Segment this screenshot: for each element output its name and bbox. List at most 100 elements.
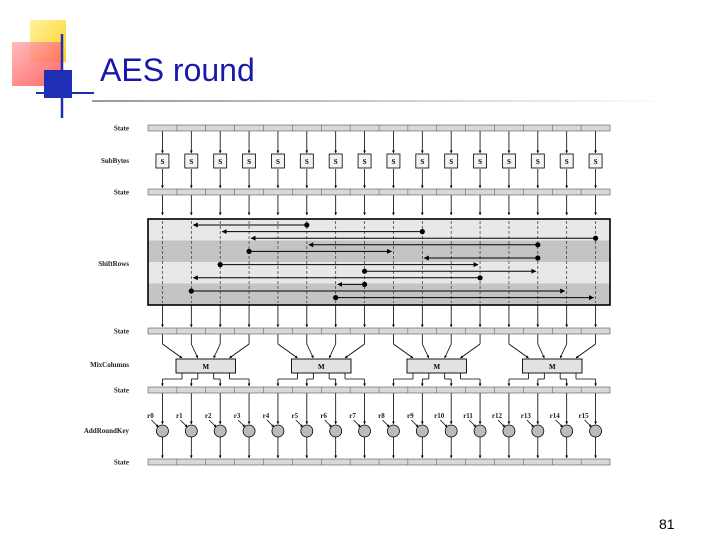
shiftrows-band	[148, 262, 610, 284]
xor-node	[242, 424, 256, 438]
shiftrows-frame	[147, 218, 611, 306]
sbox	[328, 153, 343, 169]
xor-node	[473, 424, 487, 438]
sbox-label: S	[334, 158, 338, 166]
mix-input-arrow	[306, 343, 314, 359]
shiftrows-source-dot	[217, 262, 223, 268]
row-label-state: State	[114, 459, 129, 467]
sbox-label: S	[478, 158, 482, 166]
shiftrows-source-dot	[419, 229, 425, 235]
sbox	[184, 153, 199, 169]
round-key-arrow	[382, 419, 390, 428]
shiftrows-source-dot	[304, 222, 310, 228]
mix-input-arrow	[444, 343, 452, 359]
round-key-arrow	[180, 419, 188, 428]
shiftrows-source-dot	[333, 295, 339, 301]
row-label-state: State	[114, 387, 129, 395]
sbox	[444, 153, 459, 169]
sbox	[502, 153, 516, 169]
mix-box-label: M	[202, 363, 209, 371]
sbox-label: S	[305, 158, 309, 166]
shiftrows-source-dot	[361, 281, 368, 287]
round-key-arrow	[497, 419, 506, 428]
round-key-label: r6	[320, 412, 327, 420]
xor-node	[300, 424, 314, 438]
sbox-label: S	[449, 158, 453, 166]
round-key-arrow	[584, 419, 592, 428]
sbox-label: S	[218, 158, 222, 166]
round-key-arrow	[151, 419, 159, 428]
slide-title: AES round	[100, 52, 255, 88]
round-key-label: r14	[550, 412, 561, 420]
mix-box-label: M	[433, 363, 440, 371]
xor-node	[387, 424, 400, 438]
sbox-label: S	[565, 158, 569, 166]
round-key-label: r8	[378, 412, 385, 420]
round-key-arrow	[555, 419, 563, 428]
round-key-label: r3	[234, 412, 241, 420]
round-key-arrow	[353, 419, 361, 428]
shiftrows-source-dot	[535, 255, 541, 261]
round-key-arrow	[208, 419, 217, 428]
mix-input-arrow	[277, 343, 298, 359]
round-key-label: r15	[579, 412, 590, 420]
row-label-shiftrows: ShiftRows	[98, 260, 129, 268]
shiftrows-source-dot	[246, 248, 252, 254]
shiftrows-source-dot	[188, 288, 194, 294]
sbox	[155, 153, 170, 169]
round-key-arrow	[439, 419, 448, 428]
mix-box	[175, 358, 236, 374]
round-key-arrow	[295, 419, 304, 428]
round-key-label: r9	[407, 412, 414, 420]
round-key-label: r5	[292, 412, 299, 420]
mix-input-arrow	[508, 343, 529, 359]
sbox-label: S	[247, 158, 251, 166]
round-key-arrow	[324, 419, 332, 428]
xor-node	[415, 424, 429, 438]
xor-node	[560, 424, 574, 438]
xor-node	[531, 424, 545, 438]
mix-input-arrow	[421, 343, 430, 359]
sbox	[357, 153, 372, 169]
row-label-state: State	[114, 125, 129, 133]
round-key-label: r11	[463, 412, 473, 420]
xor-node	[329, 424, 343, 438]
xor-node	[502, 424, 516, 438]
sbox	[415, 153, 430, 169]
round-key-label: r4	[263, 412, 270, 420]
mix-input-arrow	[190, 343, 199, 359]
sbox-label: S	[594, 158, 598, 166]
round-key-arrow	[266, 419, 275, 428]
page-number: 81	[659, 516, 675, 532]
row-label-state: State	[114, 328, 129, 336]
sbox	[299, 153, 314, 169]
row-label-mixcolumns: MixColumns	[90, 361, 129, 369]
sbox-label: S	[507, 158, 511, 166]
sbox	[271, 153, 285, 169]
row-label-addroundkey: AddRoundKey	[84, 427, 130, 435]
round-key-label: r2	[205, 412, 212, 420]
mix-input-arrow	[537, 343, 545, 359]
sbox	[530, 153, 545, 169]
shiftrows-band	[148, 283, 610, 305]
round-key-label: r7	[349, 412, 356, 420]
round-key-label: r12	[492, 412, 503, 420]
shiftrows-source-dot	[477, 275, 483, 281]
mix-input-arrow	[460, 343, 481, 359]
shiftrows-source-dot	[535, 242, 541, 248]
sbox	[588, 153, 603, 169]
sbox	[559, 153, 574, 169]
sbox-label: S	[420, 158, 424, 166]
xor-node	[444, 424, 458, 438]
xor-node	[156, 424, 169, 438]
mix-box	[291, 358, 352, 374]
round-key-arrow	[237, 419, 246, 428]
mix-input-arrow	[162, 343, 183, 359]
round-key-label: r13	[521, 412, 532, 420]
round-key-arrow	[411, 419, 419, 428]
sbox	[242, 153, 256, 169]
sbox	[386, 153, 401, 169]
row-label-state: State	[114, 189, 129, 197]
mix-input-arrow	[559, 343, 568, 359]
